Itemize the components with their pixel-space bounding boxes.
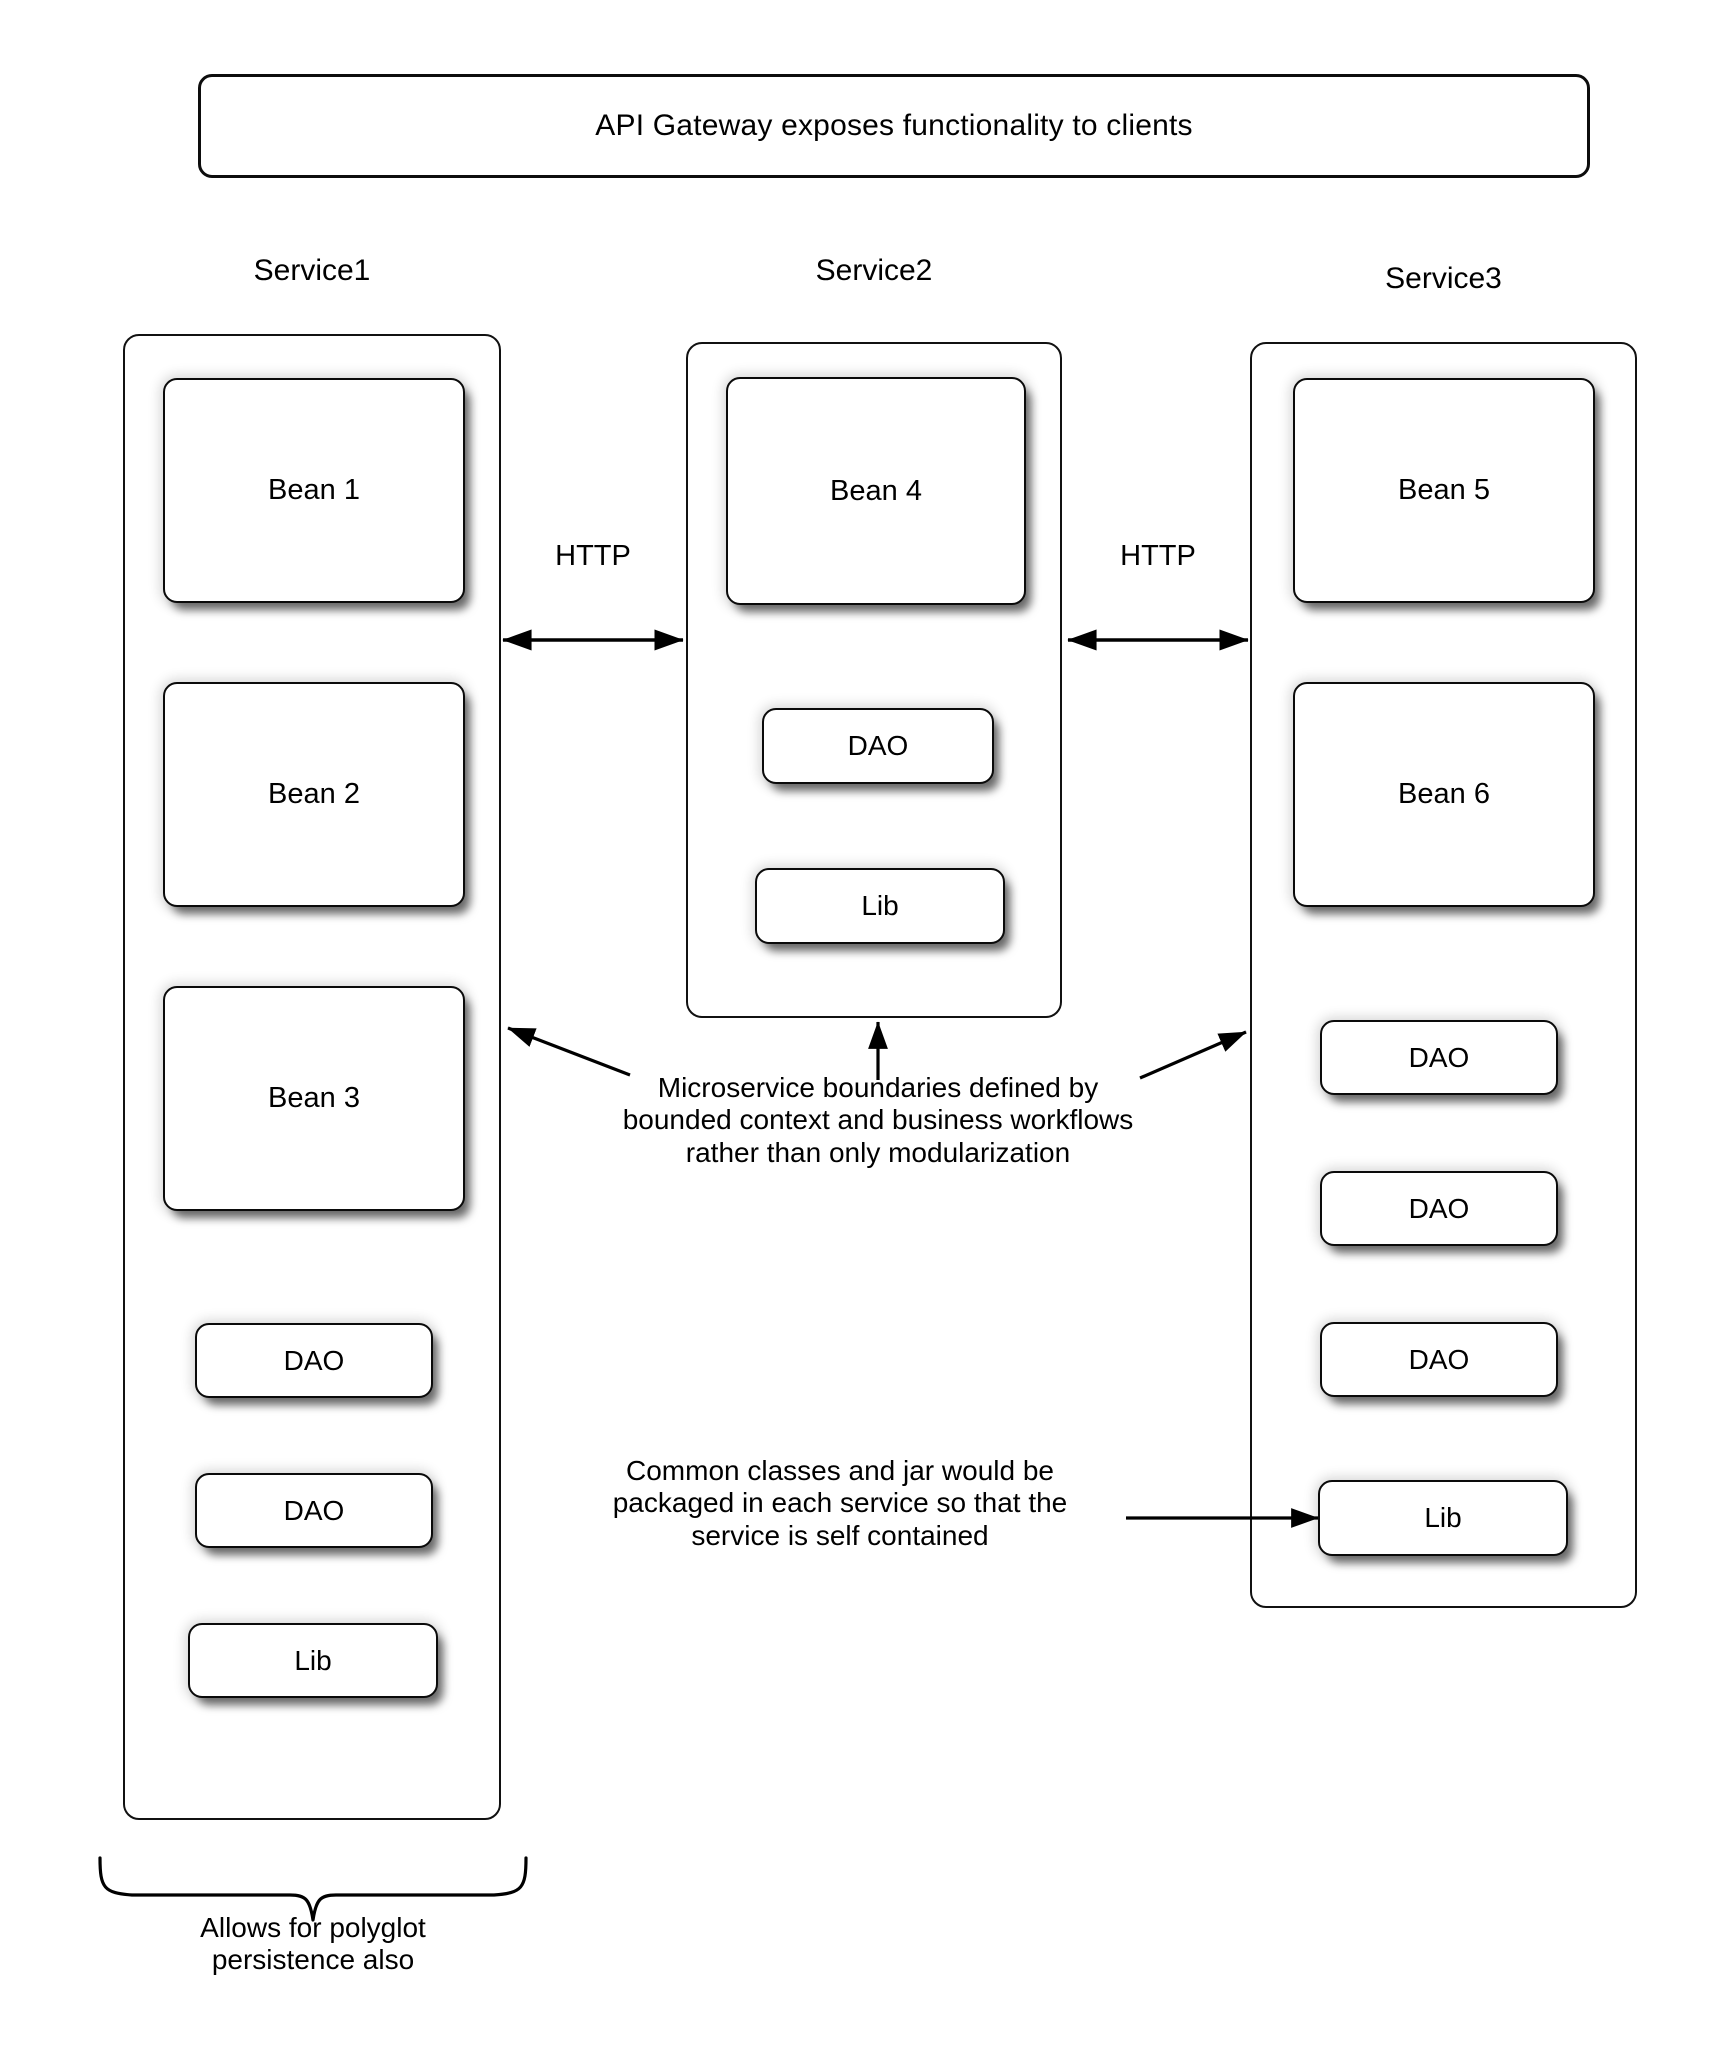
- service1-component-bean-3[interactable]: Bean 3: [163, 986, 465, 1211]
- service1-component-dao-2[interactable]: DAO: [195, 1473, 433, 1548]
- component-label: DAO: [283, 1494, 345, 1526]
- component-label: Bean 5: [1398, 474, 1490, 506]
- component-label: DAO: [1408, 1041, 1470, 1073]
- component-label: Bean 6: [1398, 778, 1490, 810]
- service1-component-dao-1[interactable]: DAO: [195, 1323, 433, 1398]
- http-label-service1-service2: HTTP: [555, 540, 631, 572]
- annotation-microservice-boundaries: Microservice boundaries defined by bound…: [622, 1072, 1134, 1168]
- service2-component-lib[interactable]: Lib: [755, 868, 1005, 944]
- http-label-service2-service3: HTTP: [1120, 540, 1196, 572]
- api-gateway-banner: API Gateway exposes functionality to cli…: [198, 74, 1590, 178]
- service1-component-bean-1[interactable]: Bean 1: [163, 378, 465, 603]
- service3-component-bean-5[interactable]: Bean 5: [1293, 378, 1595, 603]
- component-label: Lib: [294, 1644, 332, 1676]
- service3-component-dao-3[interactable]: DAO: [1320, 1322, 1558, 1397]
- component-label: Bean 3: [268, 1082, 360, 1114]
- service2-component-bean-4[interactable]: Bean 4: [726, 377, 1026, 605]
- api-gateway-banner-text: API Gateway exposes functionality to cli…: [595, 109, 1193, 142]
- component-label: DAO: [847, 730, 909, 761]
- boundaries-arrow-to-service1: [507, 1026, 631, 1077]
- service3-component-lib[interactable]: Lib: [1318, 1480, 1568, 1556]
- polyglot-brace: [98, 1856, 528, 1922]
- service3-caption: Service3: [1385, 262, 1502, 295]
- service1-caption: Service1: [253, 254, 371, 287]
- component-label: Bean 2: [268, 778, 360, 810]
- annotation-common-classes-jar: Common classes and jar would be packaged…: [612, 1455, 1068, 1551]
- component-label: Lib: [1424, 1502, 1462, 1533]
- service3-component-dao-2[interactable]: DAO: [1320, 1171, 1558, 1246]
- service1-component-lib[interactable]: Lib: [188, 1623, 438, 1698]
- service2-caption: Service2: [815, 254, 933, 287]
- component-label: Lib: [861, 890, 899, 921]
- component-label: Bean 1: [268, 474, 360, 506]
- component-label: DAO: [283, 1344, 345, 1376]
- component-label: DAO: [1408, 1192, 1470, 1224]
- service2-component-dao[interactable]: DAO: [762, 708, 994, 784]
- component-label: Bean 4: [830, 474, 922, 507]
- service3-component-dao-1[interactable]: DAO: [1320, 1020, 1558, 1095]
- service3-component-bean-6[interactable]: Bean 6: [1293, 682, 1595, 907]
- annotation-polyglot-persistence: Allows for polyglot persistence also: [200, 1912, 426, 1976]
- component-label: DAO: [1408, 1343, 1470, 1375]
- service1-component-bean-2[interactable]: Bean 2: [163, 682, 465, 907]
